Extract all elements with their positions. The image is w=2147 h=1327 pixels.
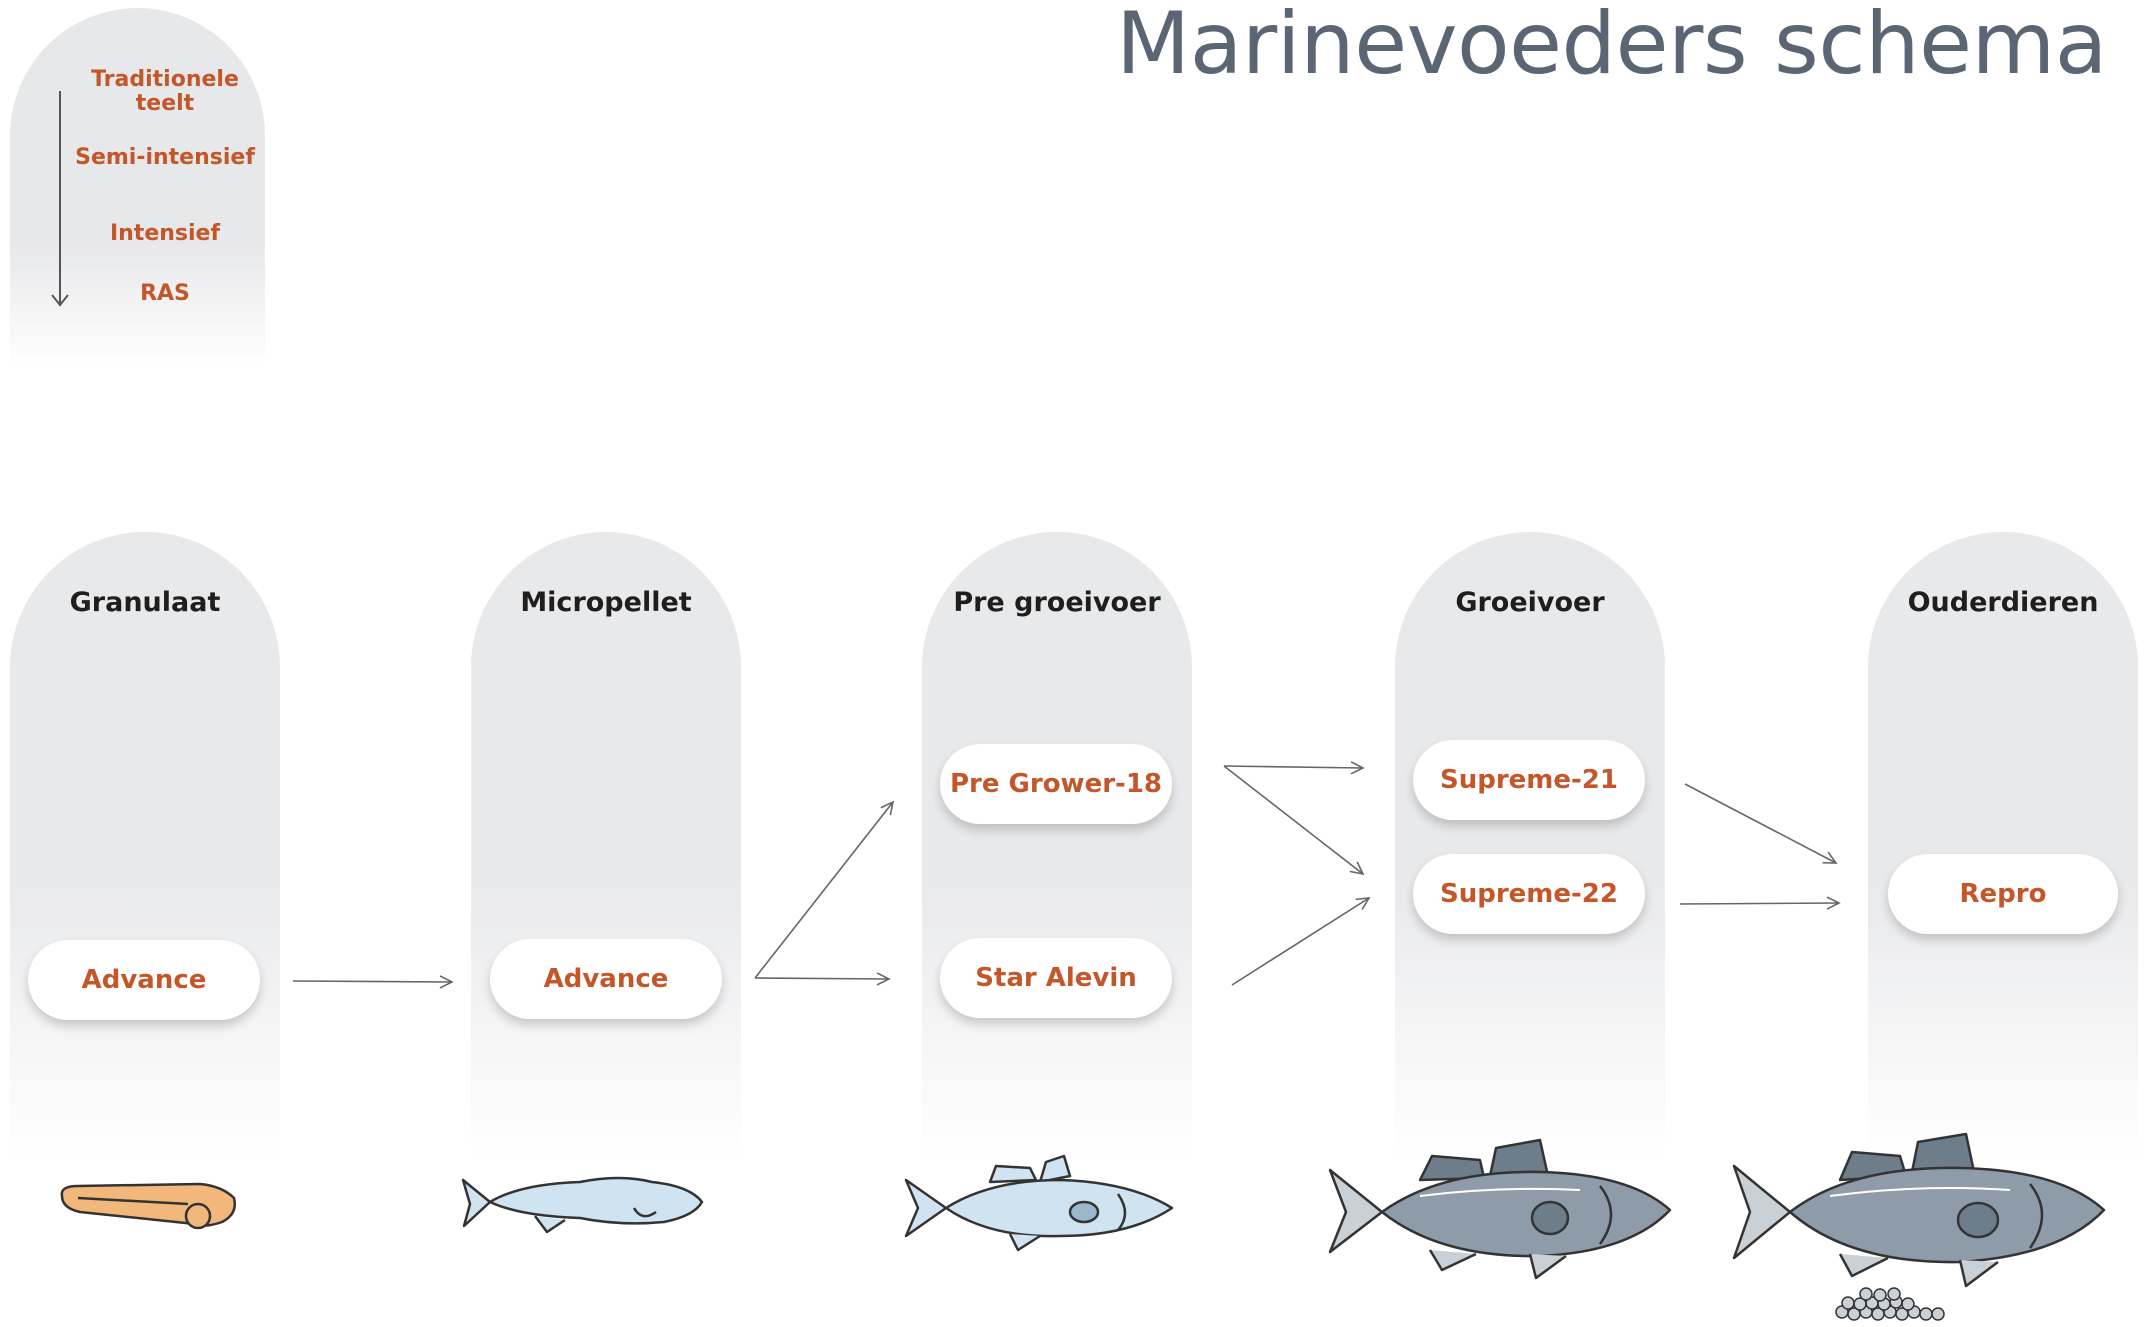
legend-item-ras: RAS bbox=[140, 281, 190, 306]
flow-arrow bbox=[754, 800, 895, 979]
fry-fish-icon bbox=[461, 1176, 704, 1234]
adult-fish-icon bbox=[1328, 1138, 1672, 1280]
flow-arrow bbox=[1679, 896, 1841, 910]
juvenile-fish-icon bbox=[904, 1154, 1174, 1252]
stage-column-ouderdieren: Ouderdieren Repro bbox=[1868, 532, 2138, 1162]
stage-column-pre-groeivoer: Pre groeivoer Pre Grower-18 Star Alevin bbox=[922, 532, 1192, 1162]
down-arrow-icon bbox=[51, 91, 69, 307]
intensity-legend: Traditionele teelt Semi-intensief Intens… bbox=[10, 8, 265, 368]
stage-column-granulaat: Granulaat Advance bbox=[10, 532, 280, 1162]
flow-arrow bbox=[292, 975, 454, 989]
legend-item-semi-intensive: Semi-intensief bbox=[75, 145, 255, 170]
flow-arrow bbox=[1223, 761, 1365, 775]
legend-item-traditional: Traditionele teelt bbox=[91, 67, 239, 116]
page-title: Marinevoeders schema bbox=[1116, 0, 2107, 94]
flow-arrow bbox=[1684, 783, 1838, 864]
column-title: Pre groeivoer bbox=[953, 587, 1161, 618]
column-title: Ouderdieren bbox=[1907, 587, 2099, 618]
column-title: Granulaat bbox=[69, 587, 221, 618]
flow-arrow bbox=[1231, 897, 1371, 986]
column-title: Micropellet bbox=[520, 587, 692, 618]
stage-column-micropellet: Micropellet Advance bbox=[471, 532, 741, 1162]
larva-icon bbox=[60, 1182, 236, 1230]
column-title: Groeivoer bbox=[1455, 587, 1605, 618]
eggs-icon bbox=[1835, 1287, 1945, 1321]
flow-arrow bbox=[1223, 765, 1365, 876]
flow-arrow bbox=[754, 972, 891, 986]
legend-item-intensive: Intensief bbox=[109, 221, 221, 246]
broodstock-fish-icon bbox=[1732, 1132, 2106, 1288]
